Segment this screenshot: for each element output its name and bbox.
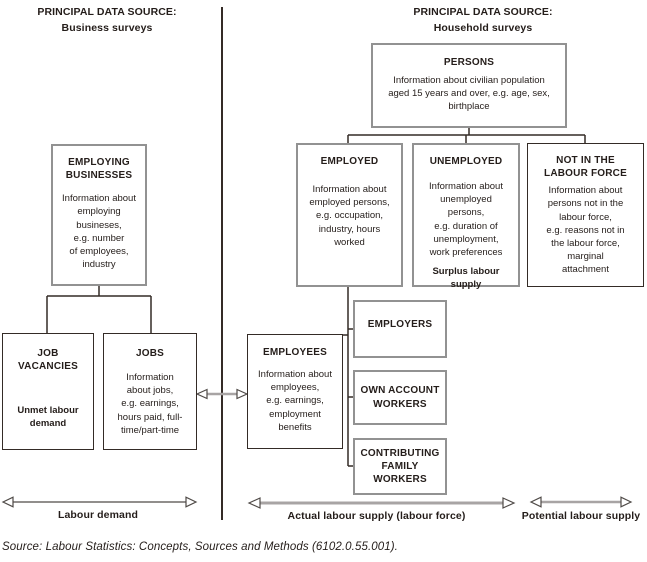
box-jobs: JOBS Information about jobs, e.g. earnin…: [103, 333, 197, 450]
box-own-account-workers-title: OWN ACCOUNT WORKERS: [360, 385, 440, 410]
box-unemployed-footer: Surplus labour supply: [432, 265, 500, 290]
box-employing-businesses-body: Information about employing busineses, e…: [62, 193, 136, 270]
box-employing-businesses: EMPLOYING BUSINESSES Information about e…: [51, 144, 147, 286]
box-persons: PERSONS Information about civilian popul…: [371, 43, 567, 128]
box-job-vacancies: JOB VACANCIES Unmet labour demand: [2, 333, 94, 450]
box-employed-title: EMPLOYED: [320, 156, 379, 167]
box-jobs-title: JOBS: [135, 348, 165, 359]
box-persons-body: Information about civilian population ag…: [388, 75, 550, 113]
box-not-in-labour-force: NOT IN THE LABOUR FORCE Information abou…: [527, 143, 644, 287]
actual-labour-supply-arrow: [247, 497, 516, 509]
header-household-surveys: PRINCIPAL DATA SOURCE: Household surveys: [403, 5, 563, 37]
box-job-vacancies-footer: Unmet labour demand: [17, 405, 79, 430]
jobs-employees-arrow: [195, 388, 249, 400]
potential-labour-supply-label: Potential labour supply: [521, 510, 641, 522]
box-employed: EMPLOYED Information about employed pers…: [296, 143, 403, 287]
box-persons-title: PERSONS: [443, 57, 495, 68]
box-employees: EMPLOYEES Information about employees, e…: [247, 334, 343, 449]
labour-demand-label: Labour demand: [57, 509, 139, 521]
employed-tree-connector: [343, 287, 353, 467]
box-not-in-labour-force-body: Information about persons not in the lab…: [546, 185, 625, 276]
box-unemployed: UNEMPLOYED Information about unemployed …: [412, 143, 520, 290]
box-contributing-family-workers: CONTRIBUTING FAMILY WORKERS: [353, 438, 447, 495]
box-employing-businesses-title: EMPLOYING BUSINESSES: [65, 157, 133, 182]
source-citation: Source: Labour Statistics: Concepts, Sou…: [2, 541, 398, 553]
box-own-account-workers: OWN ACCOUNT WORKERS: [353, 370, 447, 425]
box-jobs-body: Information about jobs, e.g. earnings, h…: [117, 372, 183, 436]
box-contributing-family-workers-title: CONTRIBUTING FAMILY WORKERS: [360, 447, 440, 486]
header-business-surveys: PRINCIPAL DATA SOURCE: Business surveys: [27, 5, 187, 37]
labour-demand-arrow: [1, 496, 198, 508]
actual-labour-supply-label: Actual labour supply (labour force): [287, 510, 466, 522]
box-employees-title: EMPLOYEES: [262, 347, 328, 358]
box-unemployed-title: UNEMPLOYED: [429, 156, 503, 167]
header-left-line1: PRINCIPAL DATA SOURCE:: [37, 6, 177, 18]
header-right-line2: Household surveys: [433, 21, 533, 34]
box-job-vacancies-title: JOB VACANCIES: [18, 348, 78, 373]
header-right-line1: PRINCIPAL DATA SOURCE:: [413, 6, 553, 18]
box-employees-body: Information about employees, e.g. earnin…: [258, 369, 332, 433]
box-not-in-labour-force-title: NOT IN THE LABOUR FORCE: [544, 155, 627, 180]
persons-tree-connector: [347, 128, 586, 143]
box-employed-body: Information about employed persons, e.g.…: [309, 184, 390, 248]
potential-labour-supply-arrow: [529, 496, 633, 508]
header-left-line2: Business surveys: [61, 21, 153, 34]
business-tree-connector: [46, 286, 152, 333]
box-employers: EMPLOYERS: [353, 300, 447, 358]
box-unemployed-body: Information about unemployed persons, e.…: [429, 181, 503, 258]
box-employers-title: EMPLOYERS: [367, 319, 433, 330]
